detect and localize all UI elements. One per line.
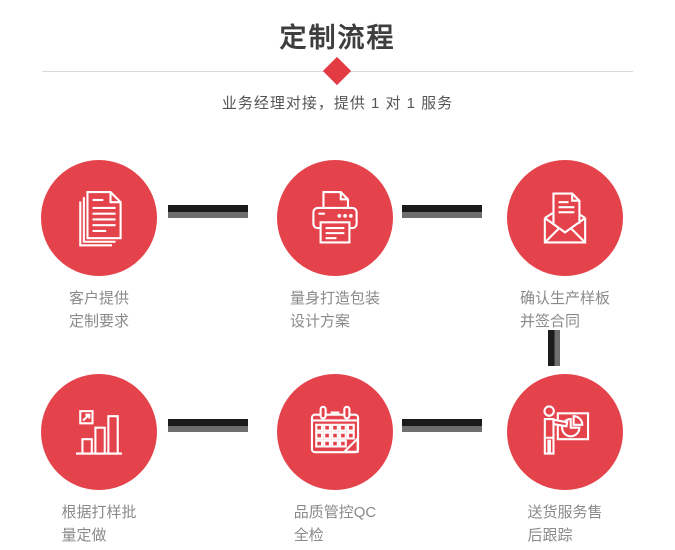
step-label-line: 品质管控QC [293, 504, 377, 521]
step-label-2: 量身打造包装 设计方案 [290, 287, 380, 334]
step-label-line: 量身打造包装 [289, 290, 381, 307]
step-circle-2 [277, 160, 393, 276]
step-circle-4 [41, 374, 157, 490]
step-label-6: 送货服务售 后跟踪 [527, 501, 602, 548]
diamond-icon [322, 56, 352, 86]
presentation-icon [529, 396, 601, 468]
step-label-line: 送货服务售 [527, 504, 603, 521]
printer-icon [299, 182, 371, 254]
envelope-icon [529, 182, 601, 254]
step-label-line: 量定做 [61, 527, 107, 545]
step-circle-5 [277, 374, 393, 490]
connector-horizontal [168, 419, 248, 432]
step-label-line: 根据打样批 [61, 504, 137, 521]
connector-horizontal [402, 419, 482, 432]
connector-horizontal [168, 205, 248, 218]
step-circle-1 [41, 160, 157, 276]
step-label-line: 后跟踪 [527, 527, 573, 545]
step-label-line: 确认生产样板 [519, 290, 611, 307]
step-label-line: 定制要求 [68, 313, 130, 331]
step-label-line: 客户提供 [68, 290, 130, 307]
step-circle-3 [507, 160, 623, 276]
step-label-5: 品质管控QC 全检 [294, 501, 377, 548]
documents-icon [63, 182, 135, 254]
page-subtitle: 业务经理对接，提供 1 对 1 服务 [221, 95, 454, 112]
page-title: 定制流程 [279, 23, 396, 53]
step-label-line: 全检 [293, 527, 324, 545]
calendar-icon [299, 396, 371, 468]
step-label-1: 客户提供 定制要求 [69, 287, 129, 334]
step-label-line: 并签合同 [519, 313, 581, 331]
step-label-line: 设计方案 [289, 313, 351, 331]
step-label-3: 确认生产样板 并签合同 [520, 287, 610, 334]
step-circle-6 [507, 374, 623, 490]
step-label-4: 根据打样批 量定做 [61, 501, 136, 548]
connector-vertical [548, 330, 560, 366]
bar-chart-icon [63, 396, 135, 468]
connector-horizontal [402, 205, 482, 218]
